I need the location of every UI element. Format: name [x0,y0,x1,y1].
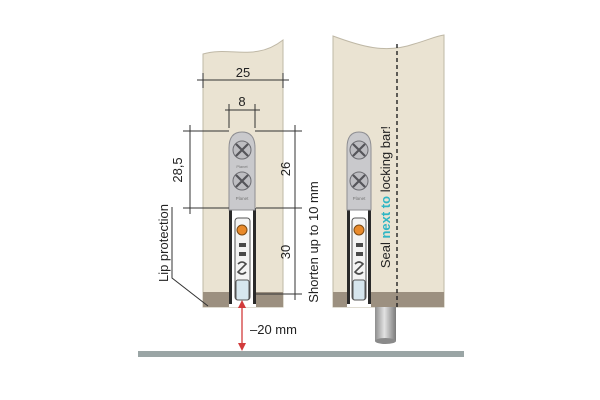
left-door-view: Planet Planet 25 8 28,5 26 [156,38,321,351]
left-seal-spring [236,261,248,275]
left-seal-slot-1 [239,243,246,247]
right-seal-spring [353,261,365,275]
gap-arrow-head-bottom [238,343,246,351]
left-screw-label-2: Planet [236,196,250,201]
left-screw-top [232,140,252,160]
dim-26-label: 26 [278,162,293,176]
right-seal-slot-1 [356,243,363,247]
right-release-button [353,224,365,236]
right-seal-slot-2 [356,252,363,256]
gap-label: –20 mm [250,322,297,337]
locking-bar-bolt-end [375,338,396,344]
lip-protection-leader [171,207,209,307]
left-seal-channel-wall-left [229,208,232,304]
left-door-bottom-strip-left [203,292,229,307]
right-door-bottom-strip-right [371,292,444,307]
seal-note: Seal next to locking bar! [378,126,393,268]
gap-arrow-head-top [238,300,246,308]
right-seal-channel-wall-left [347,208,350,304]
right-seal-channel-wall-right [368,208,371,304]
dim-28-5-label: 28,5 [170,157,185,182]
shorten-label: Shorten up to 10 mm [306,181,321,302]
lip-protection-label: Lip protection [156,204,171,282]
left-screw-bottom [232,171,252,191]
right-screw-top [349,140,369,160]
left-seal-slot-2 [239,252,246,256]
dim-30-label: 30 [278,245,293,259]
seal-note-prefix: Seal [378,239,393,269]
left-screw-label-1: Planet [236,164,248,169]
left-seal-lip [235,279,250,301]
right-screw-bottom [349,171,369,191]
seal-note-highlight: next to [378,196,393,239]
left-door-bottom-strip-right [256,292,283,307]
floor-line [138,351,464,357]
left-release-button [236,224,248,236]
locking-bar-bolt [375,307,396,341]
right-screw-label: Planet [353,196,367,201]
right-seal-lip [352,279,366,301]
dim-25-label: 25 [236,65,250,80]
right-door-view: Planet Seal next to locking bar! [332,34,445,344]
dim-8-label: 8 [238,94,245,109]
right-door-bottom-strip-left [333,292,347,307]
seal-note-suffix: locking bar! [378,126,393,196]
left-seal-channel-wall-right [253,208,256,304]
